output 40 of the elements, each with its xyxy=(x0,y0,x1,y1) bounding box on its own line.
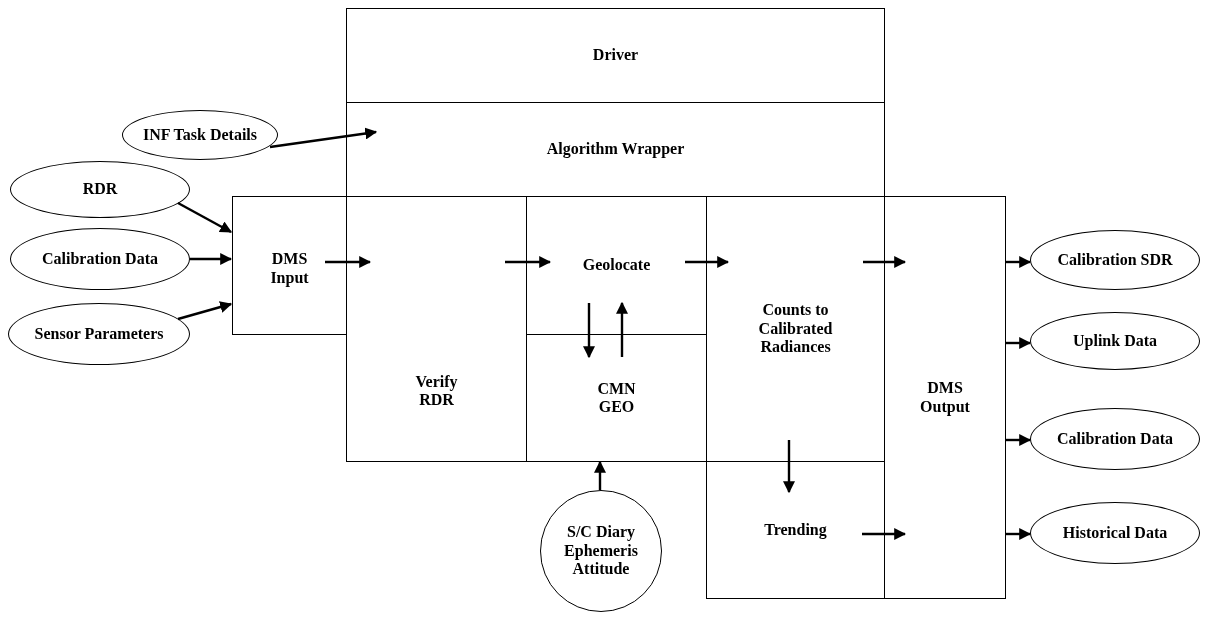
arrow xyxy=(685,256,730,268)
arrow xyxy=(325,256,372,268)
node-label: Calibration Data xyxy=(1057,429,1173,449)
node-label: DMS Output xyxy=(919,379,971,416)
node-label: Calibration SDR xyxy=(1057,250,1173,270)
arrow xyxy=(1005,256,1032,268)
node-label: Geolocate xyxy=(582,256,651,275)
arrow xyxy=(783,440,795,494)
node-label: Verify RDR xyxy=(414,372,459,410)
arrow xyxy=(1005,337,1032,349)
process-box xyxy=(346,102,885,197)
node-label: Uplink Data xyxy=(1073,331,1157,351)
node-label: S/C Diary Ephemeris Attitude xyxy=(563,523,639,579)
arrow xyxy=(190,253,233,265)
process-box xyxy=(232,196,347,335)
arrow xyxy=(616,301,628,357)
arrow xyxy=(505,256,552,268)
arrow xyxy=(863,256,907,268)
arrow xyxy=(583,303,595,359)
node-label: Algorithm Wrapper xyxy=(546,140,685,159)
process-box xyxy=(706,461,885,599)
process-box xyxy=(346,8,885,103)
node-label: Calibration Data xyxy=(42,249,158,269)
process-box xyxy=(884,196,1006,599)
node-label: DMS Input xyxy=(269,250,310,287)
arrow xyxy=(1005,528,1032,540)
node-label: Historical Data xyxy=(1062,523,1168,543)
arrow xyxy=(594,460,606,490)
arrow xyxy=(269,127,378,149)
node-label: RDR xyxy=(82,180,118,199)
arrow xyxy=(862,528,907,540)
node-label: Counts to Calibrated Radiances xyxy=(757,301,834,357)
arrow xyxy=(177,201,233,234)
node-label: Trending xyxy=(764,520,827,540)
node-label: Driver xyxy=(592,46,639,65)
arrow xyxy=(1005,434,1032,446)
node-label: INF Task Details xyxy=(142,125,258,145)
arrow xyxy=(177,301,233,321)
node-label: CMN GEO xyxy=(596,379,637,417)
node-label: Sensor Parameters xyxy=(34,324,164,344)
